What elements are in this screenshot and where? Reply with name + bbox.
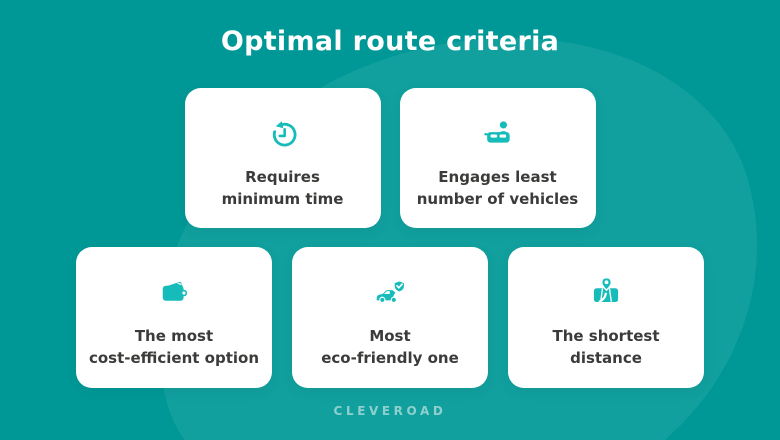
wallet-icon — [154, 272, 194, 312]
card-label: Requires minimum time — [221, 168, 344, 208]
cleveroad-logo: CLEVEROAD — [333, 404, 447, 418]
card-label: The most cost-efficient option — [88, 327, 260, 367]
card-shortest-distance: The shortest distance — [508, 247, 704, 388]
card-minimum-time: Requires minimum time — [184, 88, 381, 228]
card-least-vehicles: Engages least number of vehicles — [399, 88, 596, 228]
card-eco-friendly: Most eco-friendly one — [292, 247, 488, 388]
card-label: The shortest distance — [552, 327, 660, 367]
card-label: Engages least number of vehicles — [416, 168, 579, 208]
history-clock-icon — [263, 113, 303, 153]
map-pin-icon — [586, 272, 626, 312]
card-label: Most eco-friendly one — [321, 327, 459, 367]
card-row-bottom: The most cost-efficient option Most eco-… — [0, 247, 780, 388]
card-row-top: Requires minimum time Engages least numb… — [0, 88, 780, 228]
card-cost-efficient: The most cost-efficient option — [76, 247, 272, 388]
driver-car-icon — [478, 113, 518, 153]
page-title: Optimal route criteria — [220, 26, 560, 57]
eco-car-shield-icon — [370, 272, 410, 312]
